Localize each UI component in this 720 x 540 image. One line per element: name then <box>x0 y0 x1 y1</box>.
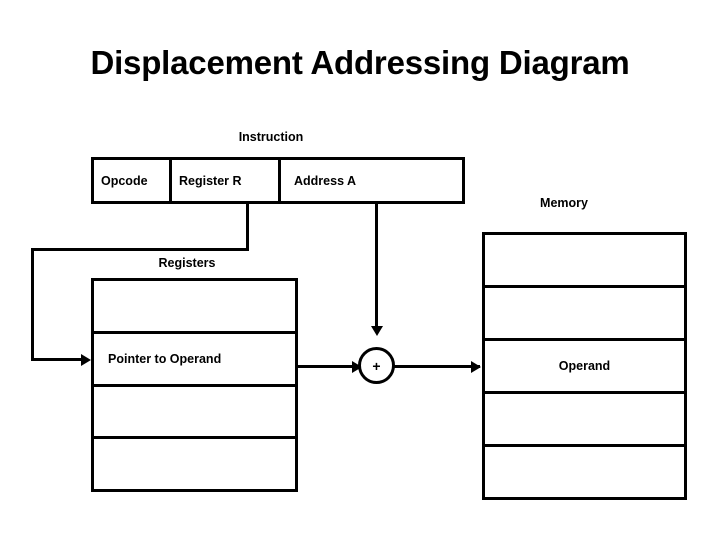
registers-cell-pointer: Pointer to Operand <box>94 334 295 387</box>
memory-box: Operand <box>482 232 687 500</box>
arrowhead-into-memory-icon <box>471 360 481 373</box>
connector-register-r-drop-left <box>31 248 34 361</box>
connector-adder-to-memory <box>394 365 480 368</box>
connector-address-a-drop <box>375 204 378 328</box>
instruction-field-address-a: Address A <box>294 173 357 188</box>
adder-node: + <box>358 347 395 384</box>
instruction-field-opcode: Opcode <box>94 160 172 201</box>
arrowhead-into-adder-icon <box>370 326 383 336</box>
registers-cell <box>94 439 295 489</box>
memory-cell-operand: Operand <box>485 341 684 394</box>
connector-registers-to-adder <box>298 365 356 368</box>
registers-box: Pointer to Operand <box>91 278 298 492</box>
connector-register-r-into-registers <box>31 358 83 361</box>
adder-plus-symbol: + <box>372 357 381 374</box>
memory-caption: Memory <box>540 196 588 210</box>
registers-cell <box>94 281 295 334</box>
memory-cell <box>485 394 684 447</box>
registers-cell <box>94 387 295 440</box>
connector-register-r-run-left <box>31 248 249 251</box>
connector-register-r-drop <box>246 204 249 251</box>
memory-cell <box>485 288 684 341</box>
memory-cell <box>485 447 684 497</box>
memory-cell <box>485 235 684 288</box>
arrowhead-adder-left-icon <box>352 360 362 373</box>
page-title: Displacement Addressing Diagram <box>90 44 630 81</box>
registers-caption: Registers <box>158 256 216 270</box>
instruction-box: Opcode Register R Address A <box>91 157 465 204</box>
instruction-caption: Instruction <box>238 130 304 144</box>
instruction-field-register-r: Register R <box>172 160 281 201</box>
arrowhead-into-registers-icon <box>81 353 91 366</box>
